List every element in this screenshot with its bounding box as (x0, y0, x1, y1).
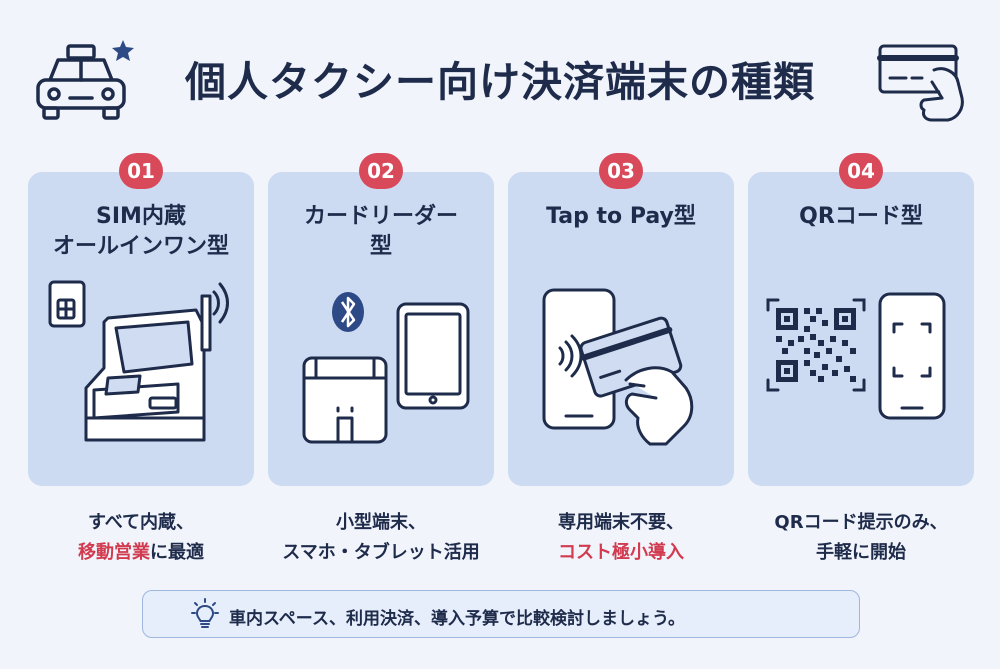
badge-01: 01 (119, 153, 163, 189)
lightbulb-icon (191, 598, 219, 628)
desc-line2: スマホ・タブレット活用 (268, 538, 494, 568)
footer-tip-box: 車内スペース、利用決済、導入予算で比較検討しましょう。 (142, 590, 860, 638)
desc-line1: QRコード提示のみ、 (774, 512, 948, 533)
card-reader-tablet-icon (302, 292, 470, 444)
desc-line2: コスト極小導入 (508, 538, 734, 568)
desc-line2: 手軽に開始 (748, 538, 974, 568)
panel-description-3: 専用端末不要、 コスト極小導入 (508, 508, 734, 568)
panel-qr-code: QRコード型 (748, 172, 974, 486)
panel-title-line2: オールインワン型 (52, 234, 229, 259)
desc-accent: 移動営業 (78, 542, 150, 563)
panel-description-1: すべて内蔵、 移動営業に最適 (28, 508, 254, 568)
panel-tap-to-pay: Tap to Pay型 (508, 172, 734, 486)
panel-title-line2: 型 (369, 234, 392, 259)
header: 個人タクシー向け決済端末の種類 (0, 0, 1000, 140)
desc-accent: コスト極小導入 (558, 542, 684, 563)
desc-rest: 手軽に開始 (816, 542, 906, 563)
badge-04: 04 (839, 153, 883, 189)
panel-description-2: 小型端末、 スマホ・タブレット活用 (268, 508, 494, 568)
page-title: 個人タクシー向け決済端末の種類 (185, 58, 815, 106)
tap-to-pay-icon (542, 288, 694, 446)
panel-sim-all-in-one: SIM内蔵 オールインワン型 (28, 172, 254, 486)
panel-title: SIM内蔵 オールインワン型 (28, 202, 254, 262)
badge-02: 02 (359, 153, 403, 189)
card-hand-icon (877, 44, 964, 122)
desc-line1: 小型端末、 (336, 512, 426, 533)
panel-title-line1: SIM内蔵 (96, 204, 186, 229)
panel-description-4: QRコード提示のみ、 手軽に開始 (748, 508, 974, 568)
badge-03: 03 (599, 153, 643, 189)
desc-line2: 移動営業に最適 (28, 538, 254, 568)
desc-rest: スマホ・タブレット活用 (282, 542, 480, 563)
footer-text: 車内スペース、利用決済、導入予算で比較検討しましょう。 (229, 609, 685, 629)
desc-line1: 専用端末不要、 (558, 512, 684, 533)
all-in-one-terminal-icon (48, 280, 229, 442)
panel-title: QRコード型 (748, 202, 974, 232)
bluetooth-icon (332, 292, 364, 332)
qr-code-icon (766, 292, 946, 420)
desc-rest: に最適 (150, 542, 204, 563)
panel-title: カードリーダー 型 (268, 202, 494, 262)
desc-line1: すべて内蔵、 (87, 512, 195, 533)
panel-title-line1: Tap to Pay型 (546, 204, 696, 229)
taxi-icon (36, 40, 134, 120)
panel-title: Tap to Pay型 (508, 202, 734, 232)
panel-title-line1: QRコード型 (799, 204, 923, 229)
panel-title-line1: カードリーダー (303, 204, 458, 229)
panel-card-reader: カードリーダー 型 (268, 172, 494, 486)
